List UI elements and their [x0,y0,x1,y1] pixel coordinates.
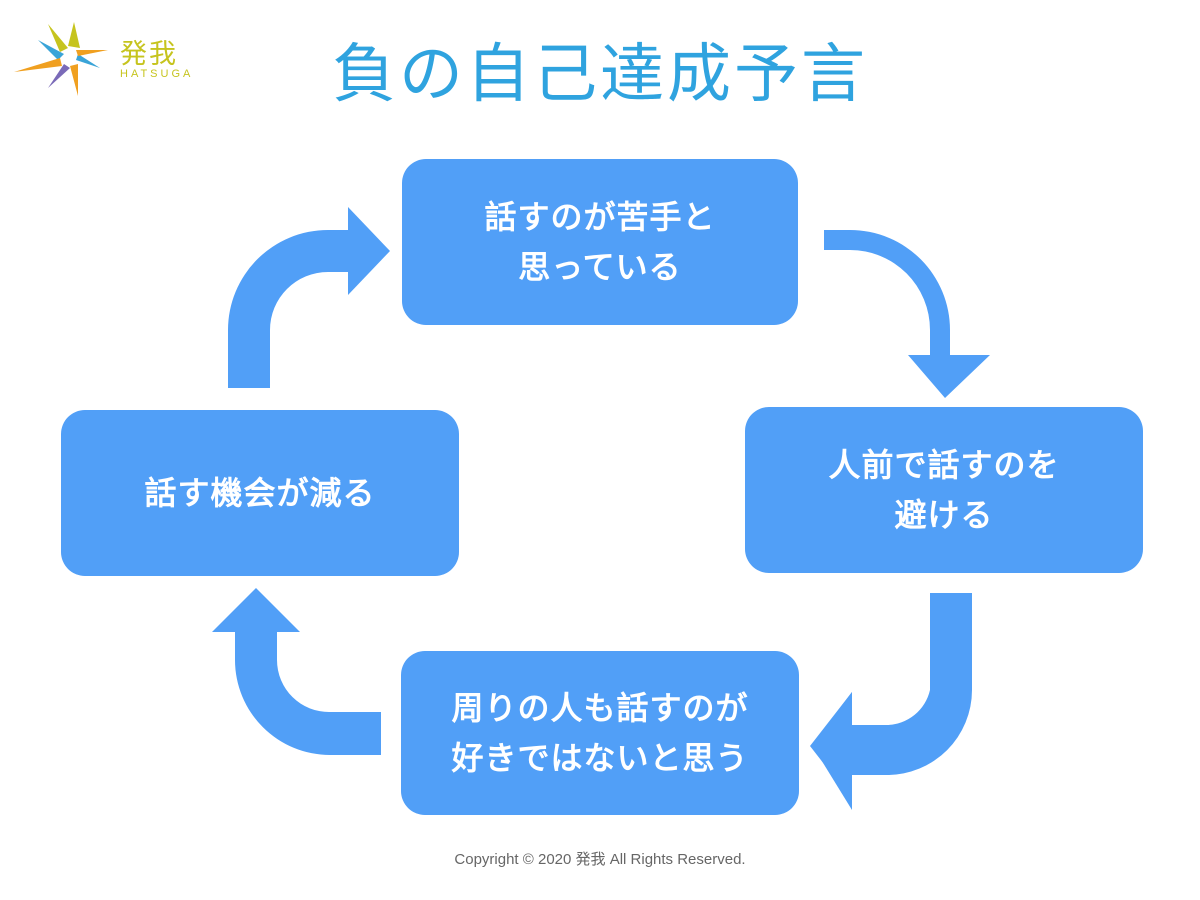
arrow-bottom-to-left-head [212,588,300,632]
page-title: 負の自己達成予言 [332,38,868,112]
arrow-bottom-to-left [235,630,381,755]
node-text-line: 周りの人も話すのが [451,689,749,727]
cycle-node-avoid-speaking: 人前で話すのを 避ける [745,407,1143,573]
node-text-line: 話す機会が減る [144,474,376,512]
node-text-line: 好きではないと思う [451,739,749,777]
node-text-line: 避ける [894,496,994,534]
node-text-line: 人前で話すのを [828,446,1060,484]
cycle-node-fewer-chances: 話す機会が減る [61,410,459,576]
arrow-top-to-right [824,230,990,398]
arrow-right-to-bottom [852,593,972,775]
cycle-node-others-dislike: 周りの人も話すのが 好きではないと思う [401,651,799,815]
starburst-logo-icon [14,22,108,96]
copyright-footer: Copyright © 2020 発我 All Rights Reserved. [454,851,746,868]
node-text-line: 思っている [518,248,682,286]
node-text-line: 話すのが苦手と [484,198,716,236]
brand-logo: 発我 HATSUGA [8,10,198,100]
cycle-node-dislike-speaking: 話すのが苦手と 思っている [402,159,798,325]
arrow-left-to-top [228,230,350,388]
arrow-left-to-top-head [348,207,390,295]
logo-roman-name: HATSUGA [120,68,194,80]
logo-name: 発我 [120,39,178,70]
